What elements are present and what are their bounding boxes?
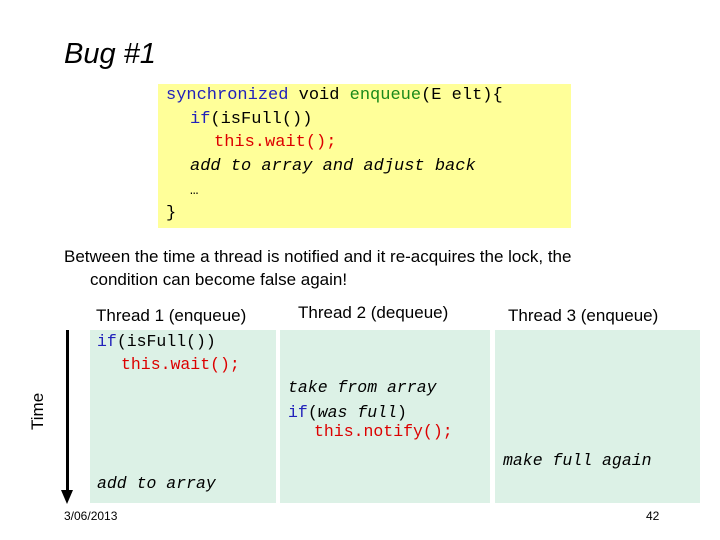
thread1-line-add: add to array bbox=[97, 474, 216, 493]
thread1-condition: (isFull()) bbox=[116, 332, 216, 351]
time-arrow-line bbox=[66, 330, 69, 493]
thread1-line-wait: this.wait(); bbox=[121, 355, 240, 374]
footer-date: 3/06/2013 bbox=[64, 509, 118, 523]
thread2-keyword-if: if bbox=[288, 403, 308, 422]
explanation-line-2: condition can become false again! bbox=[90, 270, 348, 289]
thread2-header: Thread 2 (dequeue) bbox=[298, 303, 449, 322]
time-arrow-head-icon bbox=[61, 490, 73, 504]
code-line-if: if(isFull()) bbox=[190, 110, 312, 130]
method-signature: (E elt){ bbox=[421, 86, 503, 105]
code-line-close: } bbox=[166, 204, 177, 223]
thread2-condition: was full bbox=[317, 403, 397, 422]
explanation-paragraph: Between the time a thread is notified an… bbox=[64, 245, 704, 291]
keyword-synchronized: synchronized bbox=[166, 86, 289, 105]
thread1-line-if: if(isFull()) bbox=[97, 332, 216, 352]
thread2-paren-open: ( bbox=[307, 403, 318, 422]
code-line-wait: this.wait(); bbox=[214, 133, 337, 152]
thread3-line-make-full: make full again bbox=[503, 451, 652, 470]
time-axis-label: Time bbox=[28, 392, 47, 430]
thread2-line-notify: this.notify(); bbox=[314, 422, 453, 441]
method-name: enqueue bbox=[349, 86, 422, 105]
if-condition: (isFull()) bbox=[210, 110, 313, 129]
explanation-line-1: Between the time a thread is notified an… bbox=[64, 247, 572, 266]
code-block: synchronized void enqueue(E elt){ if(isF… bbox=[158, 84, 571, 228]
thread1-header: Thread 1 (enqueue) bbox=[96, 306, 247, 325]
slide-title: Bug #1 bbox=[64, 38, 156, 70]
keyword-void: void bbox=[288, 86, 350, 105]
code-line-add: add to array and adjust back bbox=[190, 157, 476, 176]
thread1-column: if(isFull()) this.wait(); add to array bbox=[90, 330, 276, 503]
thread3-column: make full again bbox=[495, 330, 700, 503]
code-line-signature: synchronized void enqueue(E elt){ bbox=[166, 86, 503, 106]
thread2-paren-close: ) bbox=[396, 403, 407, 422]
thread2-line-take: take from array bbox=[288, 378, 437, 397]
footer-page-number: 42 bbox=[646, 509, 660, 523]
thread3-header: Thread 3 (enqueue) bbox=[508, 306, 659, 325]
thread2-column: take from array if(was full) this.notify… bbox=[280, 330, 490, 503]
keyword-if: if bbox=[190, 110, 211, 129]
code-line-ellipsis: … bbox=[190, 183, 199, 199]
thread1-keyword-if: if bbox=[97, 332, 117, 351]
thread2-line-if: if(was full) bbox=[288, 403, 407, 423]
